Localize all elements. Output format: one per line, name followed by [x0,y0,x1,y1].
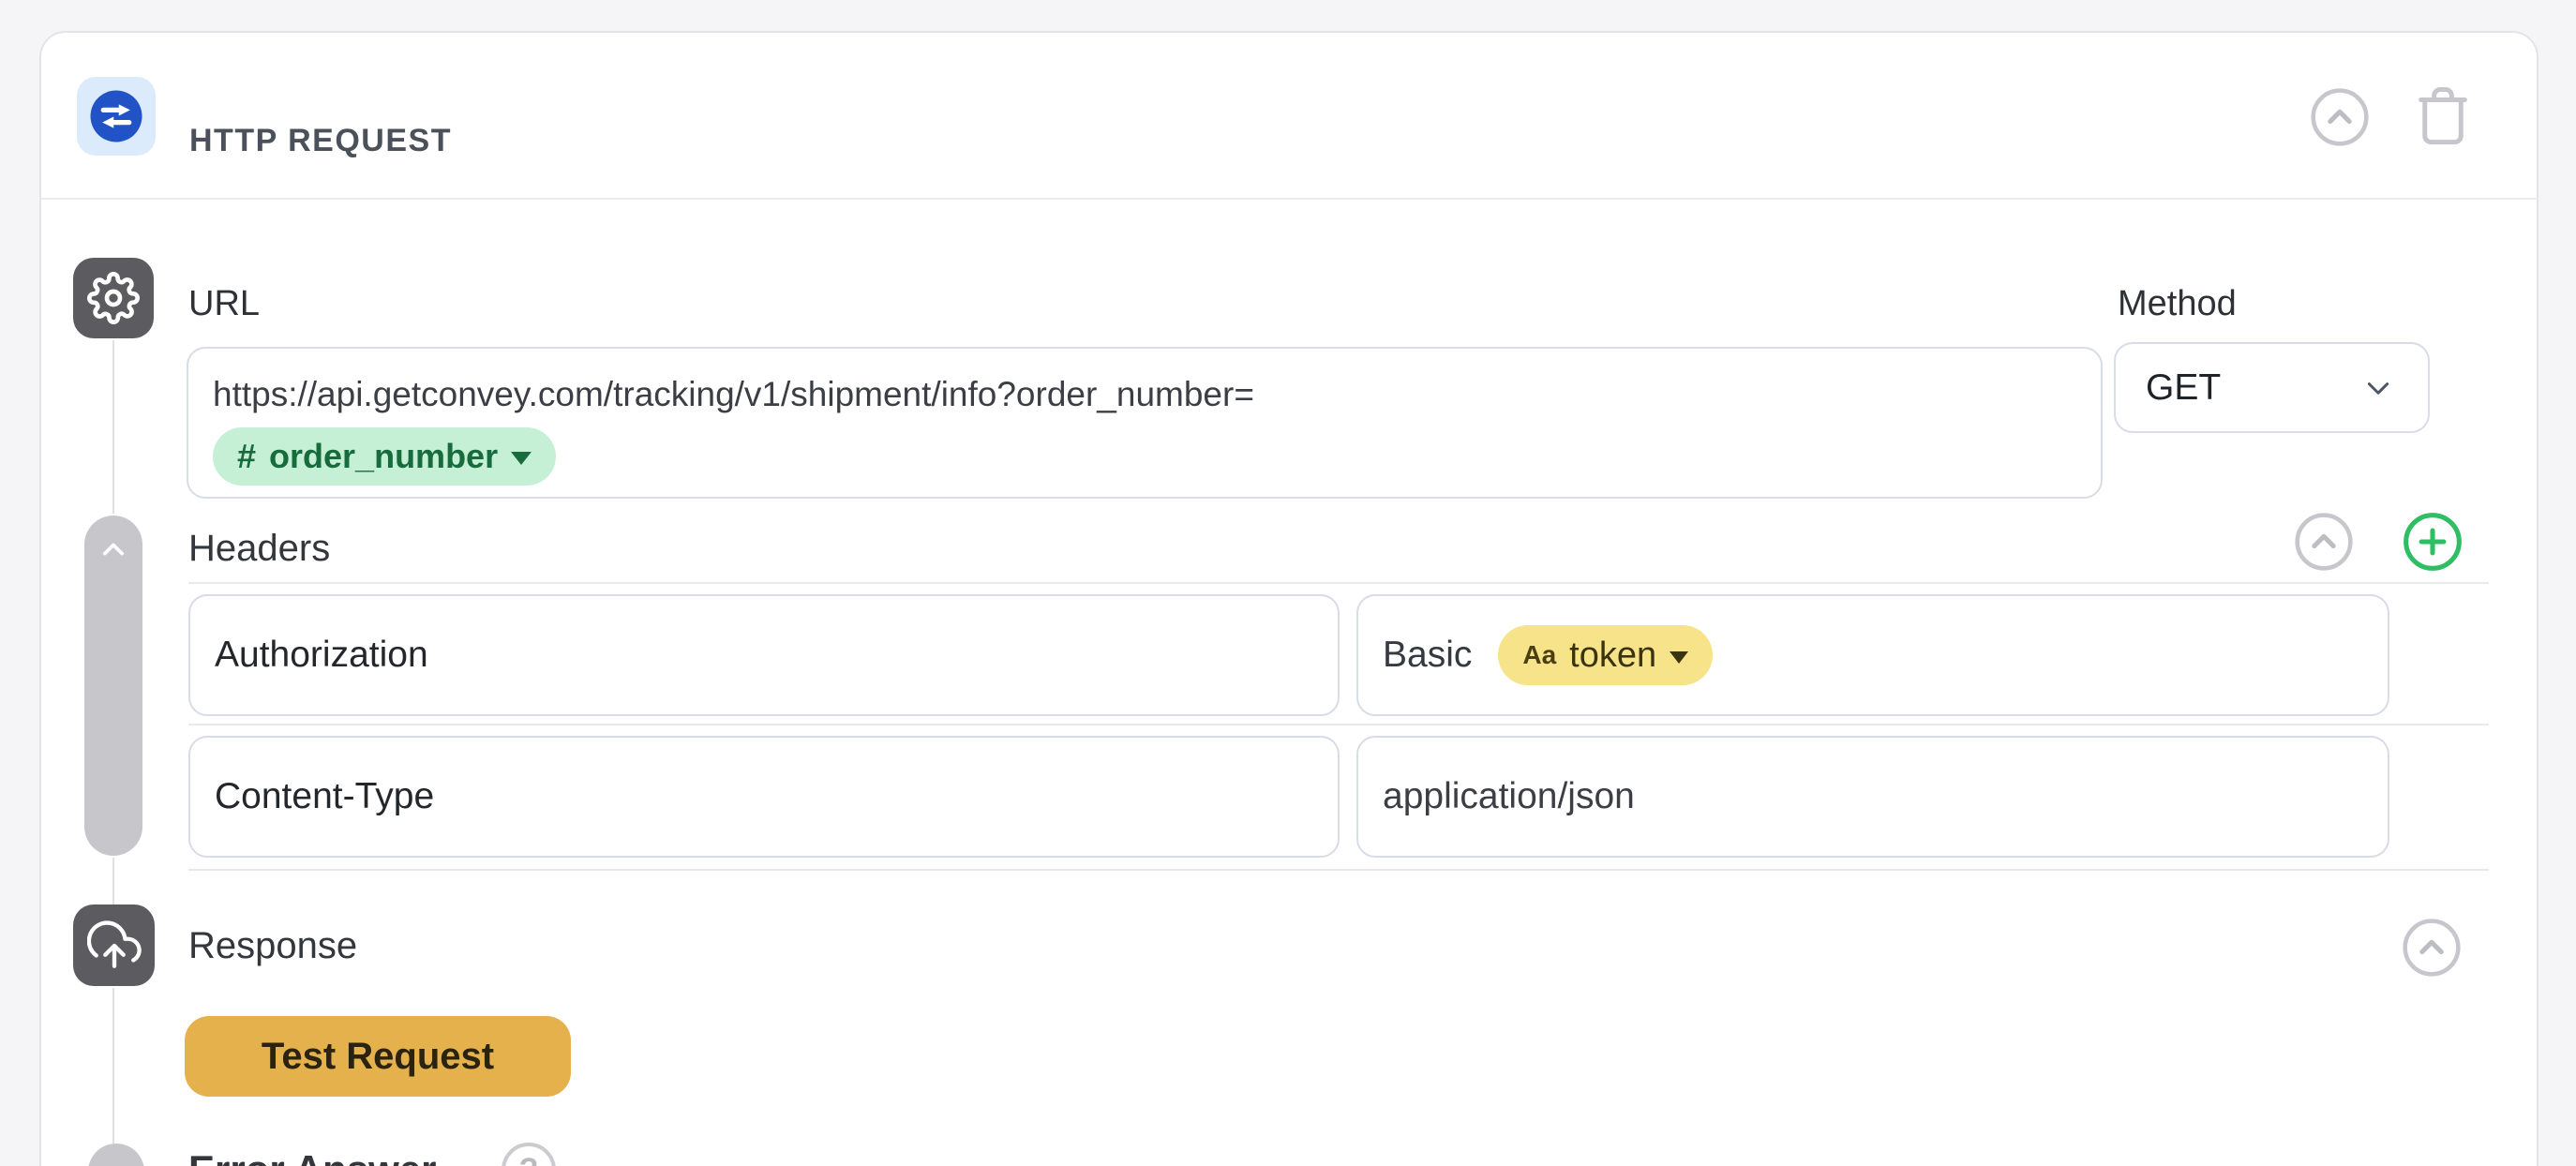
header-key-value: Authorization [215,635,428,675]
text-type-badge: Aa [1522,640,1557,669]
row-divider [188,869,2489,871]
step-connector-line [112,988,114,1144]
http-request-icon [77,77,156,156]
cloud-upload-icon [86,919,142,968]
add-header-button[interactable] [2401,510,2464,574]
http-request-card: HTTP REQUEST [39,31,2539,1166]
header-value-input[interactable]: application/json [1356,736,2389,858]
variable-hash-symbol: # [237,437,257,475]
token-variable-tag[interactable]: Aa token [1498,625,1714,685]
error-answer-label: Error Answer [188,1147,437,1166]
test-request-label: Test Request [261,1035,495,1077]
chevron-up-icon [97,1159,136,1166]
chevron-up-circle-icon [2403,919,2461,977]
variable-name: token [1569,635,1657,675]
header-key-input[interactable]: Authorization [188,594,1340,716]
headers-divider [188,582,2489,584]
gear-icon [87,272,140,324]
header-value-input[interactable]: Basic Aa token [1356,594,2389,716]
header-key-input[interactable]: Content-Type [188,736,1340,858]
response-step-icon [73,904,155,986]
help-icon[interactable]: ? [502,1143,556,1166]
chevron-down-icon [511,452,532,465]
delete-card-button[interactable] [2412,82,2474,149]
chevron-down-icon [1670,650,1689,664]
chevron-up-circle-icon [2311,88,2369,146]
chevron-up-circle-icon [2295,513,2353,571]
method-label: Method [2118,284,2237,323]
settings-step-icon [73,258,154,338]
collapse-response-button[interactable] [2400,916,2464,979]
url-variable-tag[interactable]: # order_number [213,427,557,486]
collapse-card-button[interactable] [2308,85,2372,149]
url-input[interactable]: https://api.getconvey.com/tracking/v1/sh… [187,347,2103,499]
chevron-up-icon [103,543,124,556]
header-value-text: Basic [1383,635,1473,675]
step-connector-line [112,340,114,514]
header-divider [41,198,2537,200]
method-select[interactable]: GET [2114,342,2430,433]
http-arrows-icon [90,90,142,142]
question-mark: ? [519,1152,539,1166]
header-key-value: Content-Type [215,776,435,816]
section-collapse-handle[interactable] [88,1144,144,1166]
headers-label: Headers [188,528,331,569]
test-request-button[interactable]: Test Request [185,1016,571,1097]
variable-name: order_number [269,437,499,475]
header-value-text: application/json [1383,776,1635,816]
row-divider [188,724,2489,725]
step-connector-line [112,858,114,904]
plus-circle-icon [2404,513,2462,571]
url-value: https://api.getconvey.com/tracking/v1/sh… [213,375,1254,413]
url-label: URL [188,284,261,323]
chevron-down-icon [2367,381,2389,395]
section-collapse-handle[interactable] [84,516,142,856]
method-selected-value: GET [2146,366,2222,408]
collapse-headers-button[interactable] [2292,510,2356,574]
trash-icon [2419,87,2467,145]
card-title: HTTP REQUEST [189,122,452,158]
response-label: Response [188,925,358,966]
